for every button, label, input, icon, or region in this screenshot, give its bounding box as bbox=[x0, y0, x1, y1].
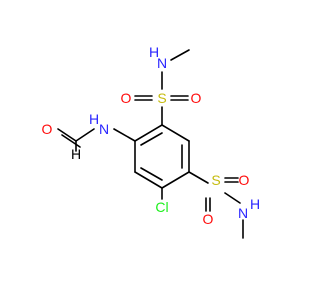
bottom-amide-h-label: H bbox=[250, 196, 260, 212]
top-o-left-label: O bbox=[121, 90, 132, 106]
bottom-o-left-label: O bbox=[203, 211, 214, 227]
ring-bond-bottom-right bbox=[161, 171, 190, 189]
bottom-s-label: S bbox=[211, 172, 220, 188]
formyl-h-label: H bbox=[71, 146, 81, 162]
formamide-h-label: H bbox=[89, 111, 99, 127]
bottom-amide-n-label: N bbox=[238, 205, 248, 221]
bond-formyl-c-o-a bbox=[57, 128, 77, 142]
formamide-n-label: N bbox=[99, 121, 109, 137]
ring-bond-top-left bbox=[134, 124, 163, 142]
top-o-right-label: O bbox=[191, 90, 202, 106]
bond-formamide-n-carbon bbox=[75, 128, 95, 142]
bond-bottom-s-n bbox=[224, 192, 241, 204]
ring-bond-top-right bbox=[161, 124, 190, 142]
bottom-o-right-label: O bbox=[239, 172, 250, 188]
chlorine-label: Cl bbox=[155, 199, 168, 215]
bond-top-n-methyl bbox=[170, 49, 190, 61]
top-s-label: S bbox=[157, 90, 166, 106]
bond-ring-formamide-n bbox=[113, 128, 136, 142]
atom-labels: H N O S O H N O H S O O N H Cl bbox=[42, 44, 261, 227]
ring-double-bond-top-left bbox=[140, 132, 163, 146]
bond-ring-bottom-sulfur bbox=[188, 171, 209, 184]
ring-bond-bottom-left bbox=[134, 171, 163, 189]
top-amide-h-label: H bbox=[149, 44, 159, 60]
bond-formyl-c-o-b bbox=[61, 134, 81, 148]
bonds bbox=[57, 49, 244, 239]
ring-double-bond-bottom-left bbox=[140, 167, 163, 181]
top-amide-n-label: N bbox=[157, 55, 167, 71]
formyl-o-label: O bbox=[42, 121, 53, 137]
molecule-structure: H N O S O H N O H S O O N H Cl bbox=[42, 44, 261, 239]
